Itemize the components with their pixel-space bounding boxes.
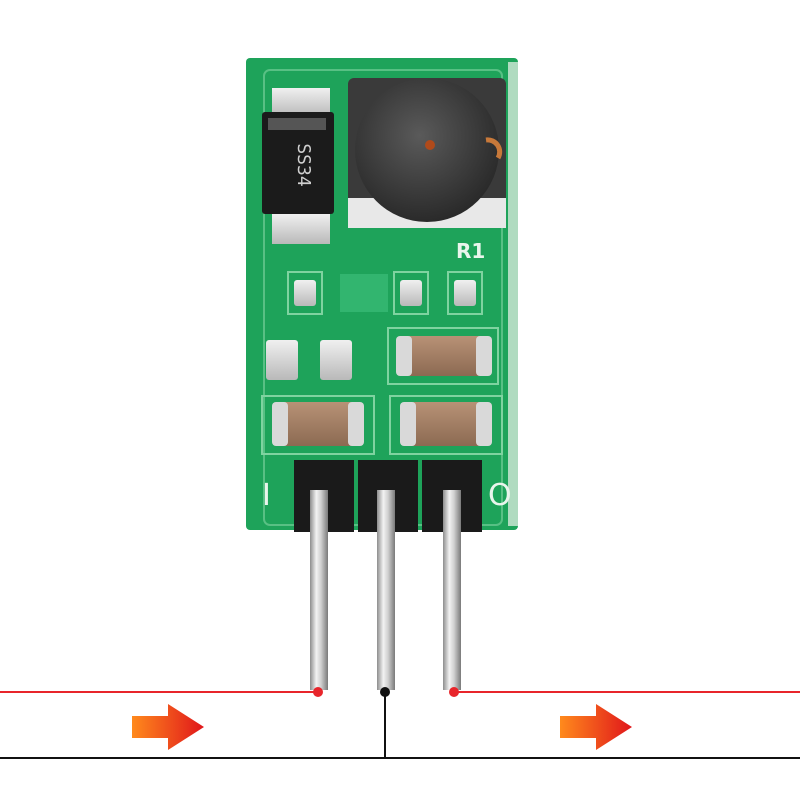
capacitor xyxy=(400,402,492,446)
smd-pads-row1 xyxy=(287,271,483,315)
cap-outline xyxy=(261,395,375,455)
capacitor xyxy=(396,336,492,376)
pad-outline xyxy=(287,271,323,315)
cap-terminal xyxy=(400,402,416,446)
inductor-wire xyxy=(485,137,503,160)
output-arrow-icon xyxy=(560,704,632,750)
cap-outline xyxy=(389,395,503,455)
capacitor xyxy=(272,402,364,446)
pin-output xyxy=(443,490,461,690)
flow-arrows xyxy=(132,704,632,750)
diode-pad-top xyxy=(272,88,330,116)
smd-pads-row2 xyxy=(266,327,499,385)
ground-node xyxy=(380,687,390,697)
pins xyxy=(310,490,461,690)
pad xyxy=(400,280,422,306)
diode-cathode-band xyxy=(268,118,326,130)
cap-terminal xyxy=(476,402,492,446)
pad xyxy=(454,280,476,306)
input-label: I xyxy=(262,478,271,513)
cap-terminal xyxy=(396,336,412,376)
diode-body xyxy=(262,112,334,214)
input-node xyxy=(313,687,323,697)
wiring xyxy=(0,687,800,759)
pin-ground xyxy=(377,490,395,690)
inductor-coil xyxy=(355,78,499,222)
pad xyxy=(294,280,316,306)
inductor-dot xyxy=(425,140,435,150)
pcb-edge xyxy=(508,62,518,526)
output-node xyxy=(449,687,459,697)
r1-label: R1 xyxy=(456,239,485,263)
input-arrow-icon xyxy=(132,704,204,750)
cap-terminal xyxy=(476,336,492,376)
pad xyxy=(320,340,352,380)
diode-ss34: SS34 xyxy=(262,88,334,244)
cap-terminal xyxy=(348,402,364,446)
pad-outline xyxy=(393,271,429,315)
diode-pad-bottom xyxy=(272,214,330,244)
pad-outline xyxy=(447,271,483,315)
pad xyxy=(266,340,298,380)
diode-marking: SS34 xyxy=(293,143,314,186)
smd-pads-row3 xyxy=(261,395,503,455)
output-label: O xyxy=(488,478,512,513)
cap-outline xyxy=(387,327,499,385)
pad-area xyxy=(340,274,388,312)
pin-input xyxy=(310,490,328,690)
cap-terminal xyxy=(272,402,288,446)
inductor xyxy=(348,78,506,228)
